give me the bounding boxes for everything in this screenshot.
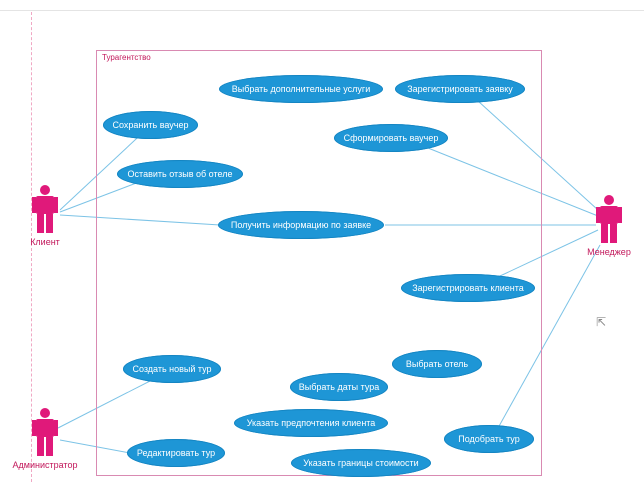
usecase-save-voucher[interactable]: Сохранить ваучер <box>103 111 198 139</box>
usecase-register-client[interactable]: Зарегистрировать клиента <box>401 274 535 302</box>
actor-client[interactable]: Клиент <box>10 185 80 255</box>
actor-label: Менеджер <box>587 247 631 257</box>
actor-label: Клиент <box>30 237 60 247</box>
association-admin-edit-tour <box>59 439 131 454</box>
mouse-cursor-icon: ⇱ <box>596 315 607 329</box>
actor-admin[interactable]: Администратор <box>10 408 80 478</box>
actor-manager[interactable]: Менеджер <box>574 195 644 265</box>
association-form-voucher-manager <box>427 147 599 217</box>
usecase-specify-client-preferences[interactable]: Указать предпочтения клиента <box>234 409 388 437</box>
actor-figure-icon <box>596 195 622 243</box>
usecase-leave-hotel-review[interactable]: Оставить отзыв об отеле <box>117 160 243 188</box>
usecase-create-tour[interactable]: Создать новый тур <box>123 355 221 383</box>
association-select-tour-manager <box>497 244 601 429</box>
lifeline-guide <box>31 12 32 482</box>
usecase-select-hotel[interactable]: Выбрать отель <box>392 350 482 378</box>
association-admin-create-tour <box>57 380 151 429</box>
system-boundary[interactable]: Турагентство <box>96 50 542 476</box>
association-register-client-manager <box>499 229 599 277</box>
association-register-request-manager <box>477 100 599 211</box>
actor-figure-icon <box>32 185 58 233</box>
usecase-specify-price-limits[interactable]: Указать границы стоимости <box>291 449 431 477</box>
usecase-register-request[interactable]: Зарегистрировать заявку <box>395 75 525 103</box>
association-client-save-voucher <box>59 125 151 211</box>
usecase-select-tour-dates[interactable]: Выбрать даты тура <box>290 373 388 401</box>
association-client-request-info <box>59 214 221 226</box>
actor-label: Администратор <box>12 460 78 470</box>
system-name: Турагентство <box>102 53 151 62</box>
usecase-form-voucher[interactable]: Сформировать ваучер <box>334 124 448 152</box>
actor-figure-icon <box>32 408 58 456</box>
usecase-get-request-info[interactable]: Получить информацию по заявке <box>218 211 384 239</box>
usecase-select-extra-services[interactable]: Выбрать дополнительные услуги <box>219 75 383 103</box>
usecase-edit-tour[interactable]: Редактировать тур <box>127 439 225 467</box>
usecase-select-tour[interactable]: Подобрать тур <box>444 425 534 453</box>
top-divider <box>0 10 644 11</box>
